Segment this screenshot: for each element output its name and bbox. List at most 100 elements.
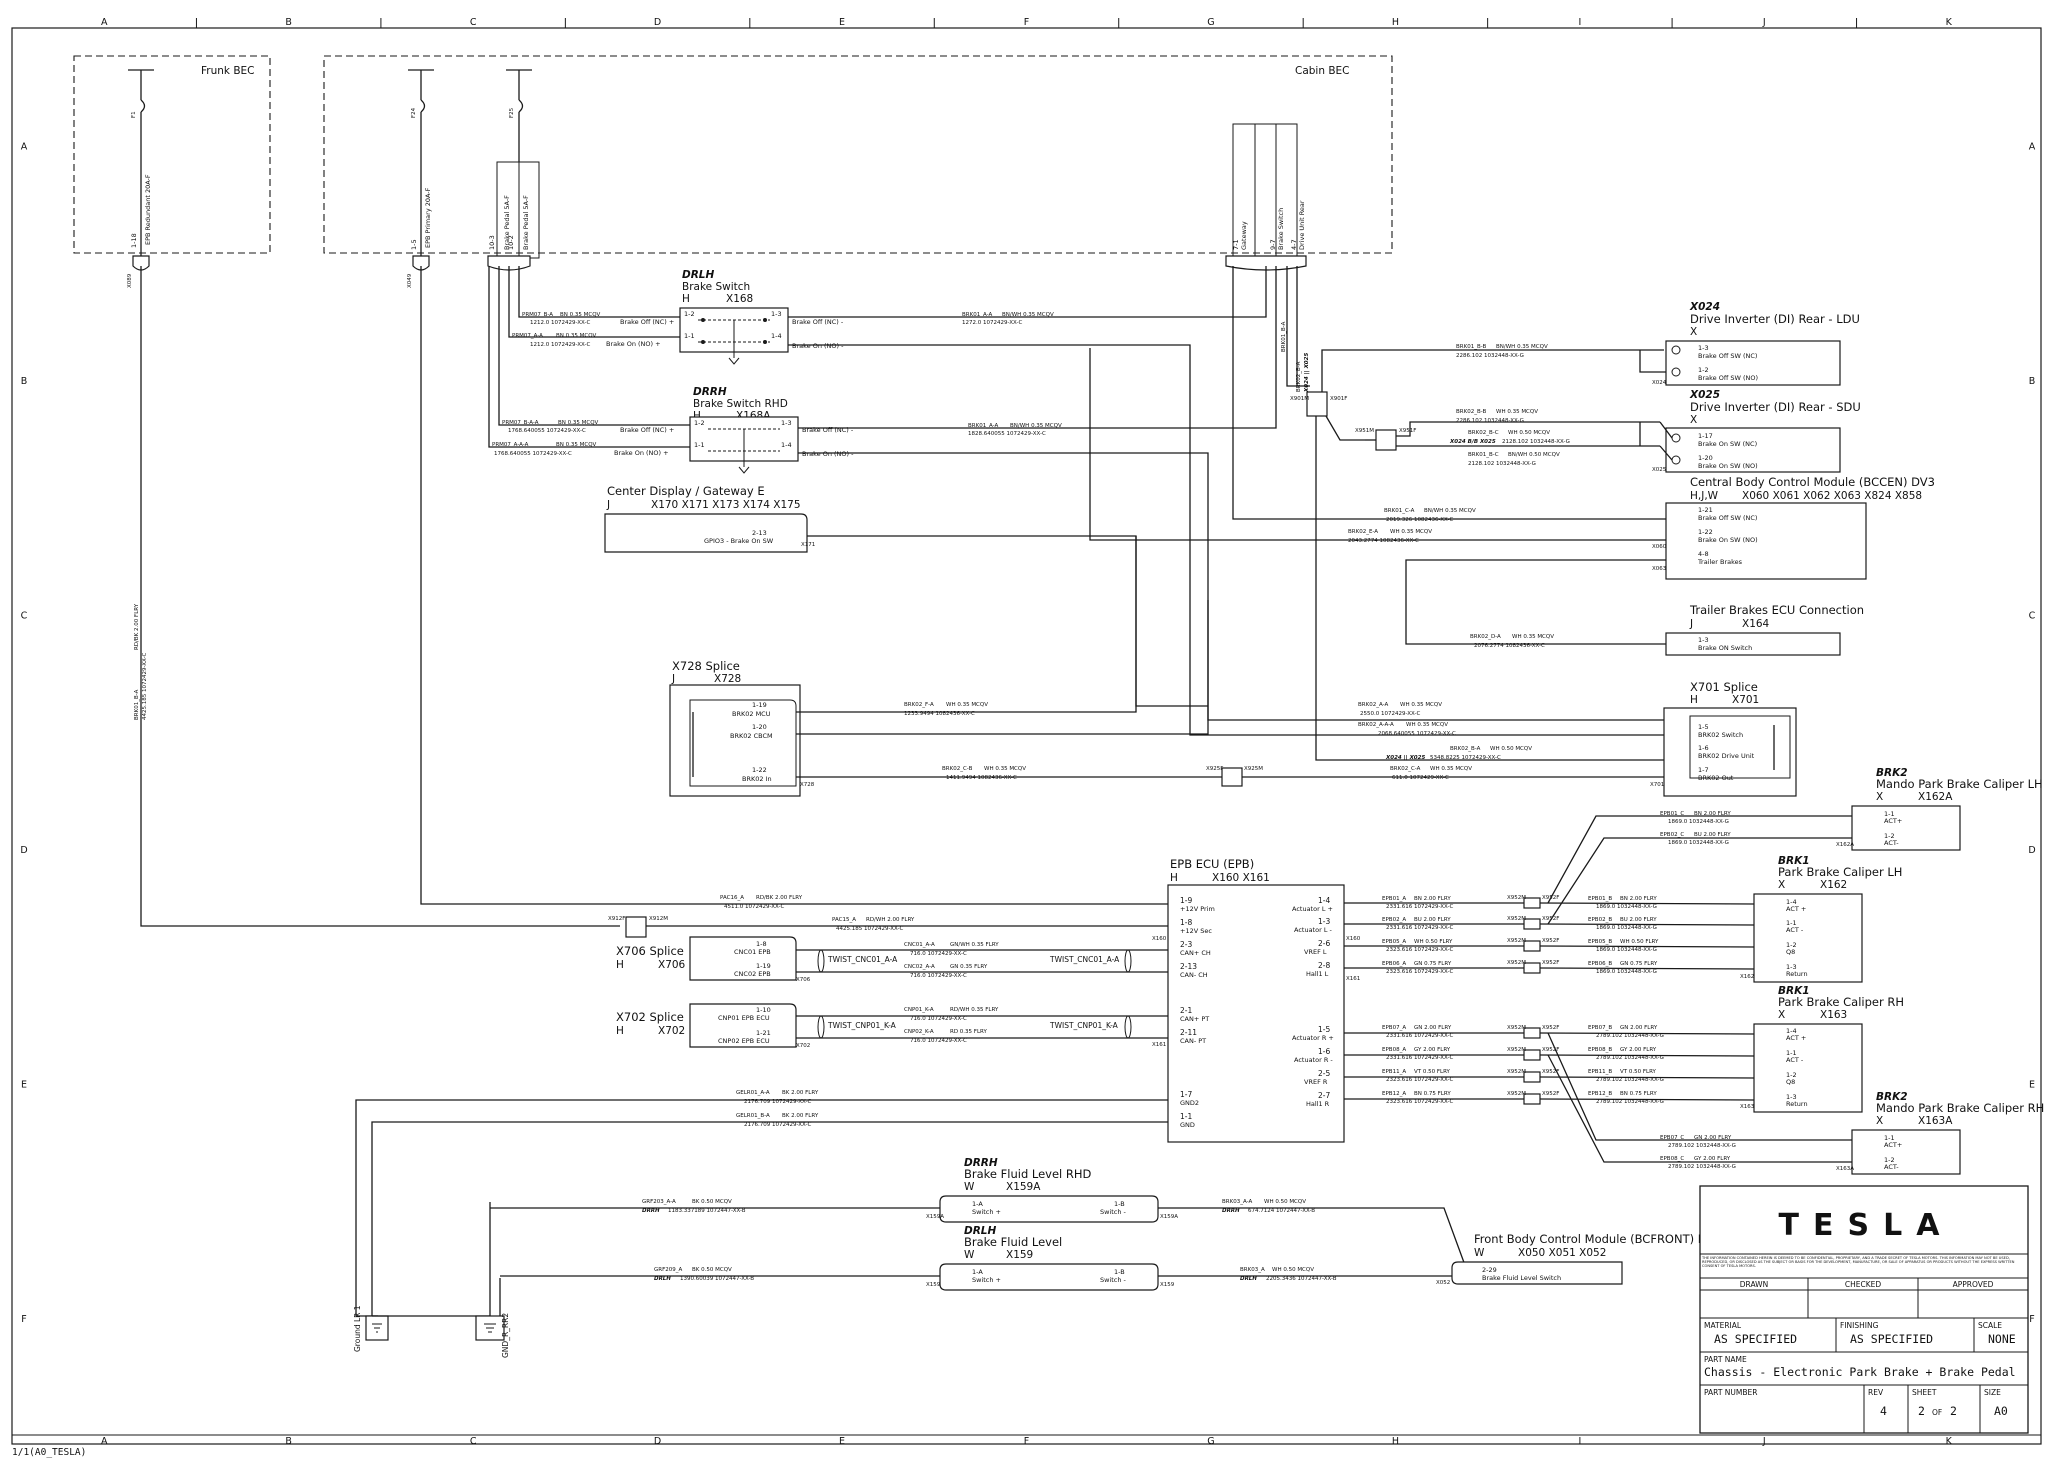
- svg-text:2789.102 1032448-XX-G: 2789.102 1032448-XX-G: [1668, 1164, 1736, 1170]
- bccen-conns: X060 X061 X062 X063 X824 X858: [1742, 490, 1922, 502]
- svg-text:WH 0.35 MCQV: WH 0.35 MCQV: [1430, 766, 1472, 772]
- epb-ecu: EPB ECU (EPB) H X160 X161 1-9+12V Prim 1…: [1152, 857, 1361, 1143]
- svg-text:X161: X161: [1152, 1042, 1166, 1048]
- svg-text:X024 || X025: X024 || X025: [1385, 755, 1425, 761]
- svg-text:EPB06_B: EPB06_B: [1588, 961, 1612, 967]
- svg-text:1-3: 1-3: [781, 419, 792, 427]
- bfl-conn: X159: [1006, 1249, 1033, 1261]
- svg-text:GN 0.35 FLRY: GN 0.35 FLRY: [950, 964, 988, 970]
- svg-text:4511.0 1072429-XX-C: 4511.0 1072429-XX-C: [724, 904, 784, 910]
- grid-col-d-top: D: [654, 17, 661, 28]
- grid-row-f-right: F: [2029, 1314, 2034, 1325]
- x702-title: X702 Splice: [616, 1010, 684, 1024]
- grid-col-a-top: A: [101, 17, 108, 28]
- svg-text:Switch -: Switch -: [1100, 1276, 1127, 1284]
- scale-label: SCALE: [1978, 1321, 2002, 1330]
- grid-col-j-top: J: [1762, 17, 1766, 28]
- frunk-bec-label: Frunk BEC: [201, 65, 255, 77]
- grid-col-k-top: K: [1946, 17, 1953, 28]
- svg-text:X162: X162: [1740, 974, 1754, 980]
- drlh-variant-tag: DRLH: [682, 269, 714, 281]
- svg-text:EPB02_B: EPB02_B: [1588, 917, 1612, 923]
- grid-col-j-bottom: J: [1762, 1436, 1766, 1447]
- svg-text:BK 0.50 MCQV: BK 0.50 MCQV: [692, 1199, 732, 1205]
- bccen-title: Central Body Control Module (BCCEN) DV3: [1690, 475, 1935, 489]
- rev-value: 4: [1880, 1404, 1887, 1418]
- svg-text:X706: X706: [796, 977, 811, 983]
- brk1rh-title: Park Brake Caliper RH: [1778, 995, 1904, 1009]
- svg-text:GPIO3 - Brake On SW: GPIO3 - Brake On SW: [704, 537, 774, 545]
- connector-tag: X952M: [1507, 1091, 1526, 1097]
- rev-label: REV: [1868, 1388, 1884, 1397]
- grid-col-f-bottom: F: [1024, 1436, 1029, 1447]
- svg-text:TWIST_CNC01_A-A: TWIST_CNC01_A-A: [827, 955, 898, 964]
- svg-text:WH 0.50 MCQV: WH 0.50 MCQV: [1508, 430, 1550, 436]
- svg-text:VREF L: VREF L: [1304, 948, 1327, 956]
- svg-text:Brake On (NO) -: Brake On (NO) -: [802, 450, 854, 458]
- cd-loc: J: [606, 499, 610, 511]
- svg-text:BK 2.00 FLRY: BK 2.00 FLRY: [782, 1113, 819, 1119]
- epb-conns: X160 X161: [1212, 872, 1270, 884]
- svg-text:Brake ON Switch: Brake ON Switch: [1698, 644, 1752, 652]
- title-block: TESLA THE INFORMATION CONTAINED HEREIN I…: [1699, 1185, 2029, 1434]
- svg-text:Brake On SW (NO): Brake On SW (NO): [1698, 536, 1758, 544]
- brk1lh-conn: X162: [1820, 879, 1847, 891]
- svg-text:X025: X025: [1652, 467, 1667, 473]
- svg-text:2331.616 1072429-XX-C: 2331.616 1072429-XX-C: [1386, 1055, 1453, 1061]
- checked-label: CHECKED: [1845, 1280, 1882, 1289]
- fuse-f1-conn: X089: [127, 273, 133, 288]
- svg-text:X925F: X925F: [1206, 766, 1223, 772]
- svg-text:1183.337189 1072447-XX-B: 1183.337189 1072447-XX-B: [668, 1208, 746, 1214]
- svg-text:EPB08_A: EPB08_A: [1382, 1047, 1406, 1053]
- svg-text:WH 0.35 MCQV: WH 0.35 MCQV: [1390, 529, 1432, 535]
- connector-tag: X952F: [1542, 1047, 1559, 1053]
- svg-text:2331.616 1072429-XX-C: 2331.616 1072429-XX-C: [1386, 904, 1453, 910]
- brake-fluid-level: DRLH Brake Fluid Level W X159 1-ASwitch …: [926, 1225, 1175, 1291]
- svg-text:X159A: X159A: [1160, 1214, 1178, 1220]
- brk2lh-conn: X162A: [1918, 791, 1953, 803]
- svg-text:+12V Sec: +12V Sec: [1180, 927, 1212, 935]
- svg-text:BN 0.35 MCQV: BN 0.35 MCQV: [558, 420, 599, 426]
- part-number-label: PART NUMBER: [1704, 1388, 1757, 1397]
- svg-text:674.7124 1072447-XX-B: 674.7124 1072447-XX-B: [1248, 1208, 1315, 1214]
- scale-value: NONE: [1988, 1332, 2016, 1346]
- svg-text:X161: X161: [1346, 976, 1360, 982]
- bfl-variant: DRLH: [964, 1225, 996, 1237]
- svg-text:1869.0 1032448-XX-G: 1869.0 1032448-XX-G: [1596, 904, 1657, 910]
- svg-text:BRK02_B-C: BRK02_B-C: [1468, 430, 1499, 436]
- svg-text:RD/BK 2.00 FLRY: RD/BK 2.00 FLRY: [134, 603, 140, 650]
- svg-text:X160: X160: [1346, 936, 1361, 942]
- bfr-conn: X159A: [1006, 1181, 1041, 1193]
- svg-text:1-6: 1-6: [1698, 744, 1709, 752]
- frunk-bec-region: Frunk BEC: [73, 55, 271, 254]
- x701-conn: X701: [1732, 694, 1759, 706]
- svg-text:X163: X163: [1740, 1104, 1755, 1110]
- svg-text:WH 0.50 FLRY: WH 0.50 FLRY: [1414, 939, 1453, 945]
- svg-text:X162A: X162A: [1836, 842, 1854, 848]
- svg-text:2019.326 1082436-XX-C: 2019.326 1082436-XX-C: [1386, 517, 1453, 523]
- cabin-bec-region: Cabin BEC: [323, 55, 1393, 254]
- svg-text:BN 0.35 MCQV: BN 0.35 MCQV: [556, 442, 597, 448]
- drlh-pin-11: 1-1: [684, 332, 695, 340]
- svg-text:1-3: 1-3: [1786, 1093, 1797, 1101]
- brk1lh-loc: X: [1778, 879, 1785, 891]
- svg-text:RD/WH 2.00 FLRY: RD/WH 2.00 FLRY: [866, 917, 915, 923]
- svg-text:GELR01_A-A: GELR01_A-A: [736, 1090, 770, 1096]
- svg-text:CNC02_A-A: CNC02_A-A: [904, 964, 935, 970]
- grid-col-g-top: G: [1207, 17, 1214, 28]
- svg-text:1-5: 1-5: [1318, 1025, 1330, 1034]
- svg-text:GY 2.00 FLRY: GY 2.00 FLRY: [1620, 1047, 1657, 1053]
- grid-row-c-right: C: [2029, 610, 2036, 621]
- svg-text:1-6: 1-6: [1318, 1047, 1330, 1056]
- svg-text:TWIST_CNP01_K-A: TWIST_CNP01_K-A: [827, 1021, 897, 1030]
- grid-col-h-top: H: [1392, 17, 1399, 28]
- svg-text:BRK02_F-A: BRK02_F-A: [904, 702, 934, 708]
- drive-inverter-x024: X024 Drive Inverter (DI) Rear - LDU X 1-…: [1652, 301, 1860, 386]
- svg-text:BN/WH 0.35 MCQV: BN/WH 0.35 MCQV: [1002, 312, 1054, 318]
- svg-text:2286.102 1032448-XX-G: 2286.102 1032448-XX-G: [1456, 353, 1524, 359]
- x953-cavity: [1523, 1027, 1541, 1039]
- svg-text:CAN- CH: CAN- CH: [1180, 971, 1208, 979]
- svg-text:EPB05_A: EPB05_A: [1382, 939, 1406, 945]
